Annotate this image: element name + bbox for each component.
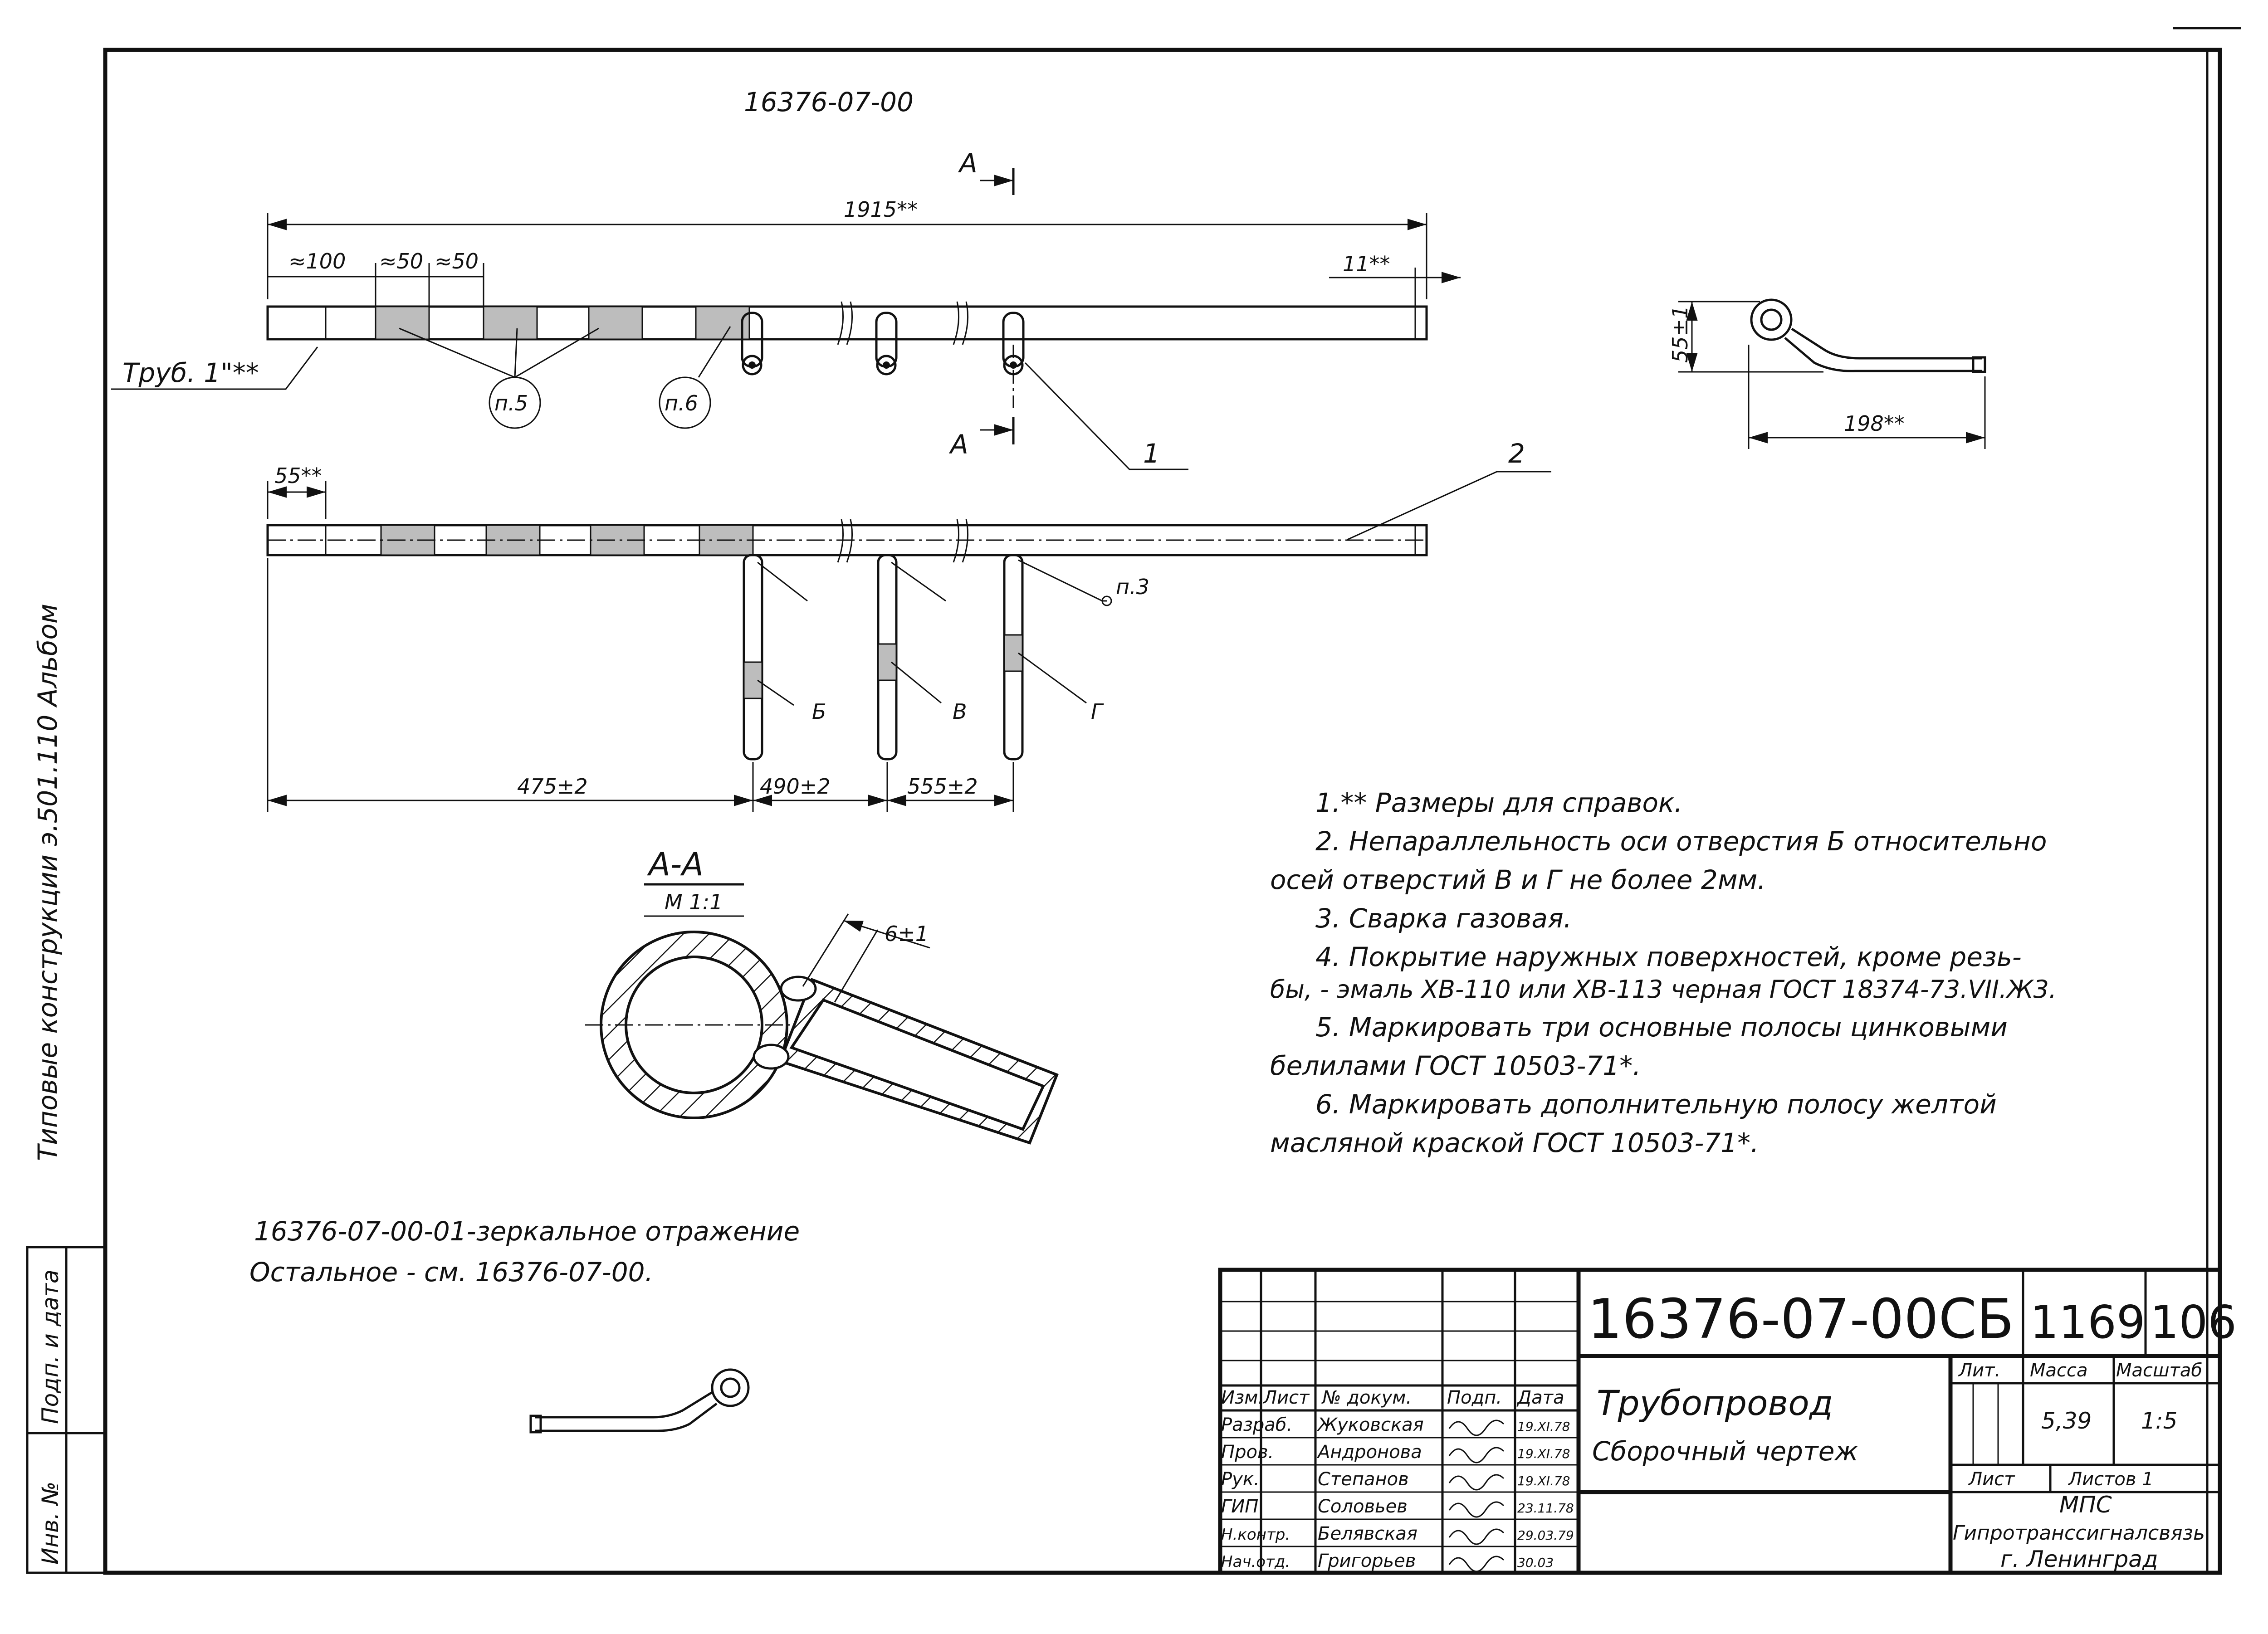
note-3: 3. Сварка газовая. bbox=[1315, 903, 1572, 934]
pipe-label: Труб. 1"** bbox=[122, 357, 259, 388]
org-1: МПС bbox=[2059, 1492, 2112, 1518]
left-stamp: Подп. и дата Инв. № bbox=[26, 1246, 107, 1574]
role-5: Нач.отд. bbox=[1221, 1553, 1290, 1571]
date-1: 19.XI.78 bbox=[1517, 1446, 1570, 1461]
mirror-side-view bbox=[529, 1368, 750, 1434]
technical-notes: 1.** Размеры для справок. 2. Непараллель… bbox=[1270, 787, 2057, 1158]
date-4: 29.03.79 bbox=[1517, 1528, 1574, 1543]
mass-label: Масса bbox=[2030, 1360, 2088, 1381]
dim-555: 555±2 bbox=[907, 774, 978, 799]
dim-475: 475±2 bbox=[517, 774, 588, 799]
note-5: 5. Маркировать три основные полосы цинко… bbox=[1315, 1012, 2008, 1043]
dim-start55: 55** bbox=[274, 463, 322, 488]
lit-label: Лит. bbox=[1958, 1360, 2000, 1381]
name-3: Соловьев bbox=[1318, 1496, 1408, 1517]
col-list: Лист bbox=[1262, 1387, 1310, 1408]
sheet-label: Лист bbox=[1968, 1469, 2015, 1490]
sign-date-label: Подп. и дата bbox=[37, 1269, 64, 1424]
title-block: Изм. Лист № докум. Подп. Дата Разраб. Жу… bbox=[1218, 1268, 2237, 1575]
p6-label: п.6 bbox=[665, 391, 698, 415]
branch-v bbox=[877, 554, 898, 761]
org-2: Гипротранссигналсвязь bbox=[1953, 1522, 2205, 1545]
section-scale: М 1:1 bbox=[665, 890, 723, 914]
date-5: 30.03 bbox=[1517, 1555, 1554, 1570]
dim-50a: ≈50 bbox=[379, 249, 423, 273]
front-view-pipe: п.3 Б В Г 2 55** 475±2 490±2 555±2 bbox=[266, 438, 1551, 812]
section-a-bottom: А bbox=[948, 429, 968, 460]
title-type: Сборочный чертеж bbox=[1592, 1436, 1858, 1467]
name-1: Андронова bbox=[1316, 1442, 1422, 1463]
branch-b bbox=[743, 554, 763, 761]
note-2b: осей отверстий В и Г не более 2мм. bbox=[1270, 864, 1766, 895]
role-1: Пров. bbox=[1221, 1442, 1274, 1463]
band-4 bbox=[695, 306, 750, 340]
title-name: Трубопровод bbox=[1597, 1383, 1833, 1423]
note-5b: белилами ГОСТ 10503-71*. bbox=[1270, 1050, 1641, 1081]
top-view-pipe: 1915** ≈100 ≈50 ≈50 11** А А Труб. 1"** … bbox=[111, 148, 1461, 470]
name-2: Степанов bbox=[1318, 1469, 1409, 1490]
p3-label: п.3 bbox=[1116, 575, 1149, 599]
scale-label: Масштаб bbox=[2116, 1360, 2202, 1381]
pos1-label: 1 bbox=[1143, 438, 1160, 469]
sheet-frame bbox=[103, 27, 2241, 1575]
dim-490: 490±2 bbox=[760, 774, 831, 799]
side-album-text: Типовые конструкции э.501.110 Альбом bbox=[32, 604, 63, 1161]
drawing-code: 16376-07-00 bbox=[744, 87, 914, 117]
mirror-note: 16376-07-00-01-зеркальное отражение bbox=[254, 1216, 800, 1247]
col-izm: Изм. bbox=[1221, 1387, 1264, 1408]
section-a-top: А bbox=[958, 148, 978, 179]
col-doc: № докум. bbox=[1321, 1387, 1412, 1408]
hole-b-label: Б bbox=[812, 699, 826, 724]
side-view: 55±1 198** bbox=[1668, 298, 1986, 449]
note-4: 4. Покрытие наружных поверхностей, кроме… bbox=[1315, 941, 2022, 972]
dim-side-w: 198** bbox=[1844, 411, 1905, 436]
dim-side-h: 55±1 bbox=[1668, 306, 1692, 363]
role-4: Н.контр. bbox=[1221, 1526, 1290, 1544]
role-0: Разраб. bbox=[1221, 1415, 1292, 1435]
band-1 bbox=[375, 306, 430, 340]
branch-g bbox=[1003, 554, 1024, 761]
date-3: 23.11.78 bbox=[1517, 1501, 1574, 1516]
name-0: Жуковская bbox=[1316, 1415, 1424, 1435]
date-0: 19.XI.78 bbox=[1517, 1419, 1570, 1434]
role-2: Рук. bbox=[1221, 1469, 1260, 1490]
hole-v-label: В bbox=[953, 699, 967, 724]
scale-value: 1:5 bbox=[2141, 1408, 2177, 1434]
col-date: Дата bbox=[1516, 1387, 1564, 1408]
section-title: А-А bbox=[647, 846, 704, 883]
note-6b: масляной краской ГОСТ 10503-71*. bbox=[1270, 1127, 1759, 1158]
branch-ends-top bbox=[741, 312, 1025, 376]
mass-value: 5,39 bbox=[2041, 1408, 2092, 1434]
note-2: 2. Непараллельность оси отверстия Б отно… bbox=[1315, 826, 2047, 857]
band-2 bbox=[483, 306, 538, 340]
col-sign: Подп. bbox=[1447, 1387, 1502, 1408]
doc-number: 16376-07-00СБ bbox=[1588, 1288, 2014, 1351]
sheet-no: 106 bbox=[2150, 1296, 2237, 1349]
inv-label: Инв. № bbox=[37, 1482, 64, 1565]
dim-50b: ≈50 bbox=[435, 249, 479, 273]
dim-overall: 1915** bbox=[844, 197, 918, 222]
name-5: Григорьев bbox=[1318, 1551, 1416, 1571]
note-4b: бы, - эмаль ХВ-110 или ХВ-113 черная ГОС… bbox=[1270, 975, 2057, 1004]
date-2: 19.XI.78 bbox=[1517, 1473, 1570, 1488]
section-a-a: А-А М 1:1 6±1 bbox=[585, 846, 1059, 1145]
hole-g-label: Г bbox=[1091, 699, 1104, 724]
dim-end11: 11** bbox=[1343, 252, 1390, 276]
album-no: 1169 bbox=[2030, 1296, 2146, 1349]
name-4: Белявская bbox=[1318, 1523, 1418, 1544]
note-1: 1.** Размеры для справок. bbox=[1315, 787, 1682, 818]
rest-note: Остальное - см. 16376-07-00. bbox=[249, 1257, 653, 1288]
note-6: 6. Маркировать дополнительную полосу жел… bbox=[1315, 1089, 1997, 1120]
org-3: г. Ленинград bbox=[2000, 1546, 2158, 1572]
role-3: ГИП bbox=[1221, 1496, 1258, 1517]
pos2-label: 2 bbox=[1508, 438, 1525, 469]
p5-label: п.5 bbox=[494, 391, 528, 415]
sheets-label: Листов 1 bbox=[2068, 1469, 2154, 1490]
dim-weld: 6±1 bbox=[885, 922, 929, 946]
band-3 bbox=[588, 306, 643, 340]
dim-100: ≈100 bbox=[288, 249, 346, 273]
